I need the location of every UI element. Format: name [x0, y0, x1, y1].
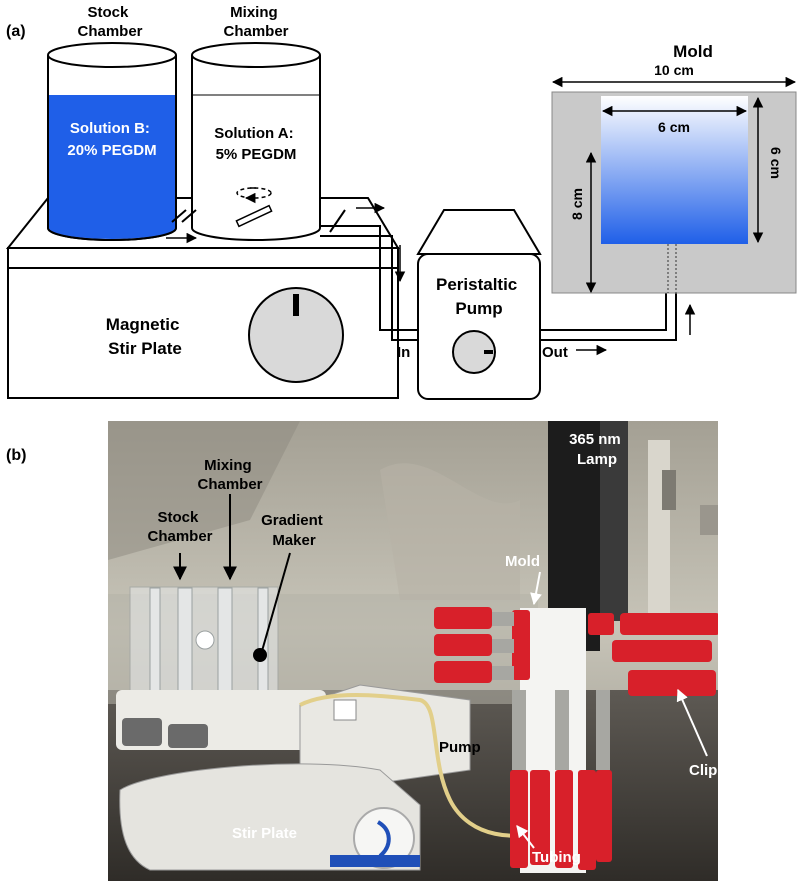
photo-stir-plate-label: Stir Plate [232, 825, 297, 842]
outer-height-label: 8 cm [569, 188, 585, 220]
peristaltic-pump: Peristaltic Pump In Out [397, 209, 568, 400]
clips-pointer [676, 688, 708, 757]
panel-b: (b) [6, 421, 726, 881]
pump-out-label: Out [542, 344, 568, 361]
pump-in-label: In [397, 344, 410, 361]
inner-height-label: 6 cm [768, 147, 784, 179]
photo-clips-label: Clips [689, 762, 726, 779]
solution-a-label: Solution A: 5% PEGDM [214, 125, 298, 163]
mold-gradient-cavity [601, 96, 748, 244]
tubing-lines [166, 209, 677, 341]
photograph [108, 421, 718, 881]
pump-dial-indicator [484, 350, 493, 354]
lamp-label: 365 nm Lamp [569, 431, 625, 468]
clips-photo [434, 607, 718, 870]
mold-pointer [530, 571, 542, 606]
gradient-maker-pointer [261, 552, 291, 652]
panel-b-label: (b) [6, 447, 26, 464]
outer-width-label: 10 cm [654, 62, 694, 78]
mixing-chamber: Mixing Chamber Solution A: 5% PEGDM [191, 4, 321, 241]
stock-chamber-label: Stock Chamber [77, 4, 142, 40]
stir-plate-label: Magnetic Stir Plate [106, 315, 184, 358]
tubing-pointer [516, 825, 535, 849]
gradient-maker-photo [129, 586, 279, 700]
photo-stock-chamber-label: Stock Chamber [147, 509, 212, 545]
stir-knob [248, 287, 344, 383]
panel-a-label: (a) [6, 23, 26, 40]
stir-plate-knob-photo [353, 807, 415, 869]
pump-label: Peristaltic Pump [436, 275, 522, 318]
photo-pump-label: Pump [439, 739, 481, 756]
inner-width-label: 6 cm [658, 119, 690, 135]
photo-mixing-chamber-label: Mixing Chamber [197, 457, 262, 493]
mixing-chamber-label: Mixing Chamber [223, 4, 288, 40]
photo-mold-label: Mold [505, 553, 540, 570]
gradient-maker-pointer-dot [253, 648, 267, 662]
stir-bar [235, 204, 273, 228]
tubing-photo [299, 693, 541, 838]
gradient-maker-label: Gradient Maker [261, 512, 327, 549]
photo-tubing-label: Tubing [532, 849, 581, 866]
pump-dial [452, 330, 496, 374]
stir-knob-indicator [293, 294, 299, 316]
stock-chamber: Stock Chamber Solution B: 20% PEGDM [47, 4, 177, 241]
stir-plate-photo [119, 763, 421, 871]
solution-b-label: Solution B: 20% PEGDM [67, 120, 156, 159]
panel-a: (a) Magnetic Stir Plate Stock Chamber [5, 4, 797, 400]
mold-title: Mold [673, 42, 713, 61]
mold-diagram: Mold 10 cm 6 cm 8 cm 6 cm [551, 42, 797, 294]
